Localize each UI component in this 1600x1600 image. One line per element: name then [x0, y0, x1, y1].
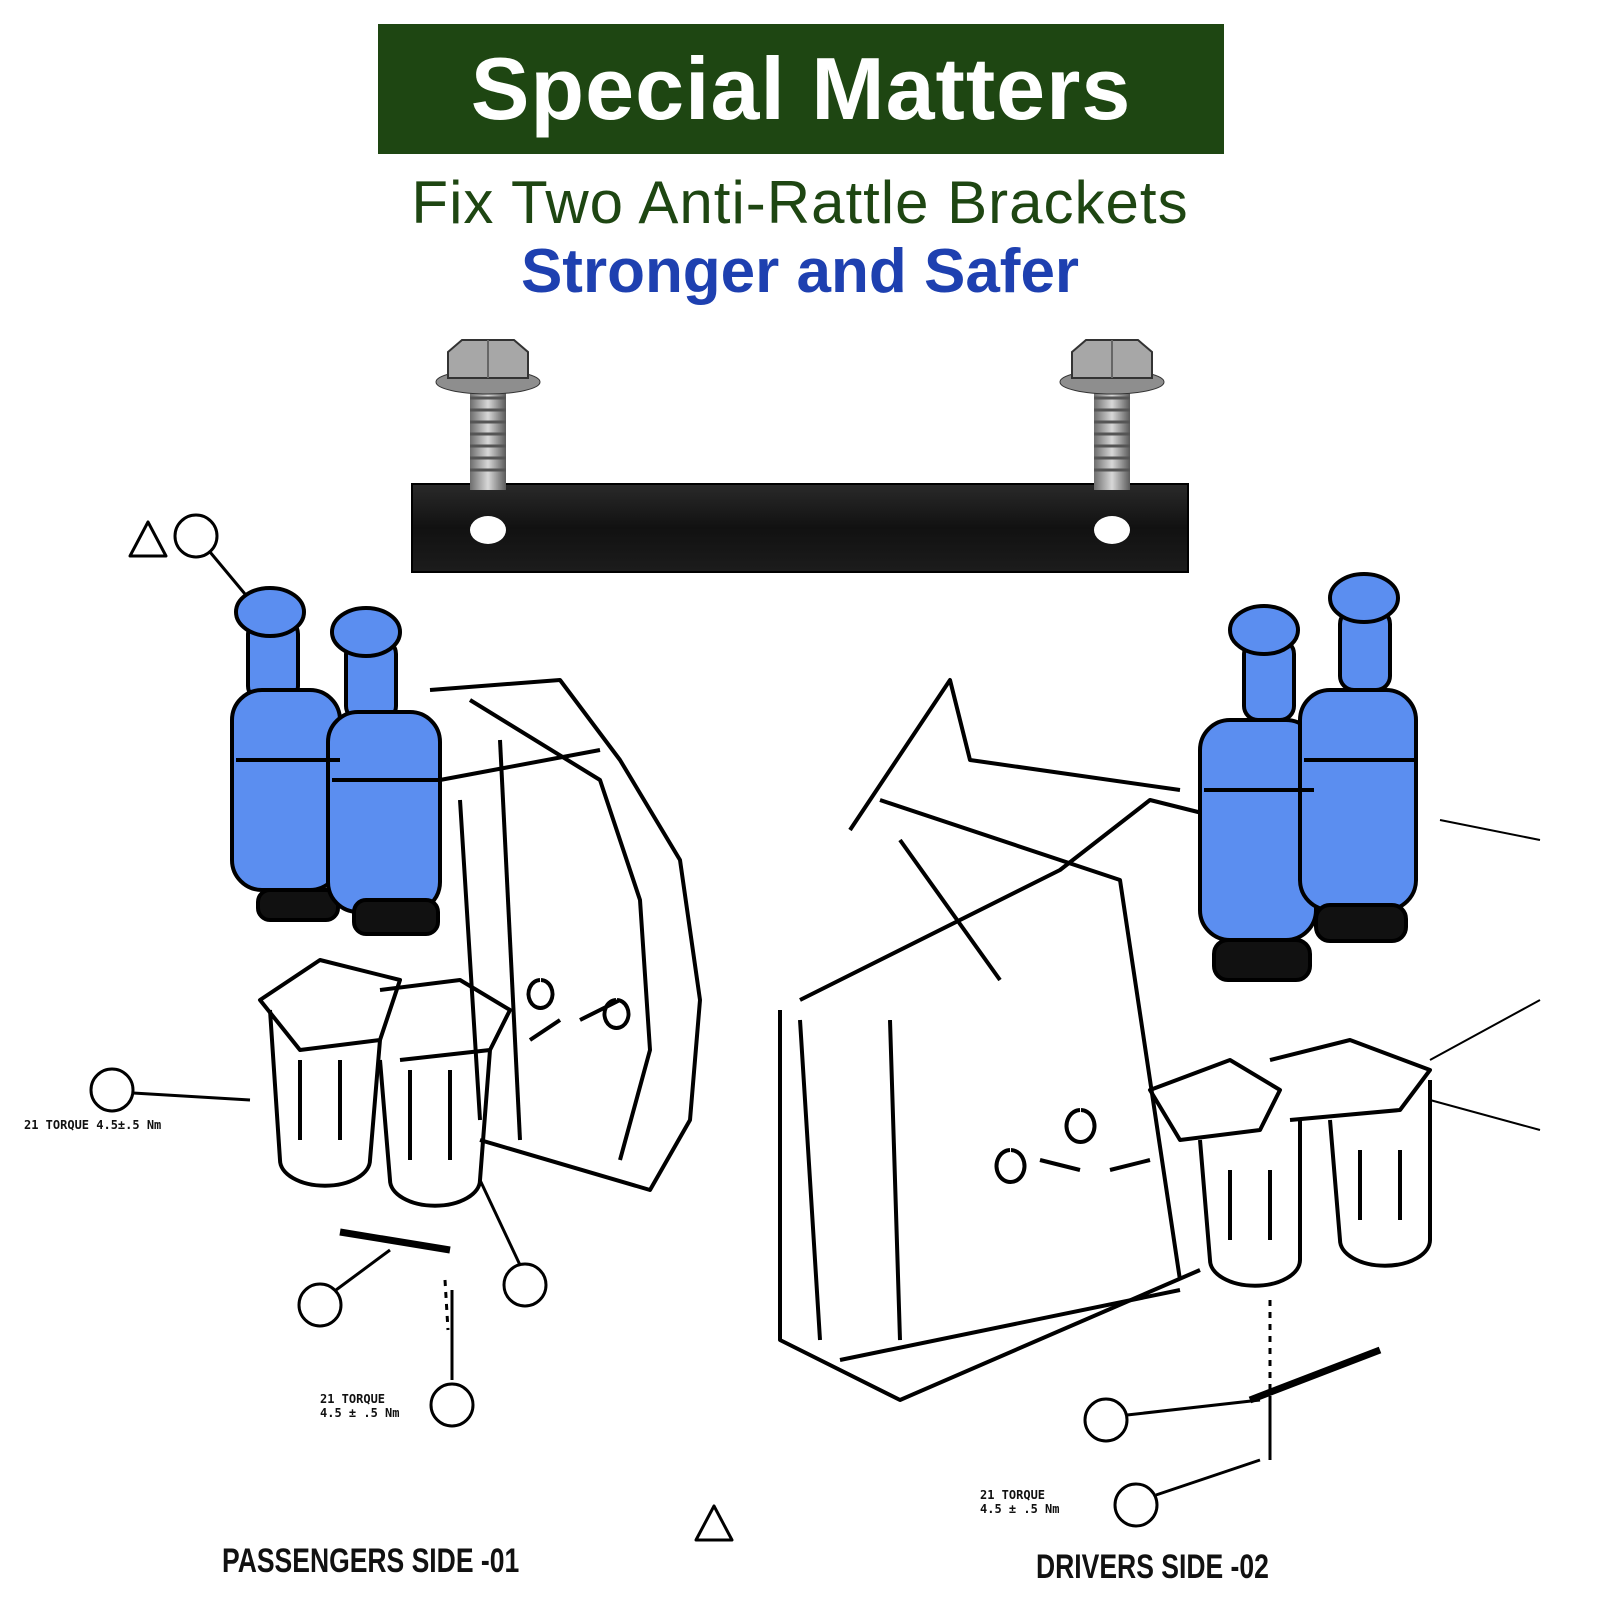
torque-label-left-b: 21 TORQUE 4.5 ± .5 Nm	[320, 1392, 399, 1420]
torque-right-line2: 4.5 ± .5 Nm	[980, 1502, 1060, 1516]
torque-right-line1: 21 TORQUE	[980, 1488, 1046, 1502]
title-banner: Special Matters	[378, 24, 1224, 154]
bolt-left	[435, 339, 541, 490]
driver-side-diagram	[694, 678, 1541, 1542]
holder-bracket-right	[1148, 1038, 1432, 1288]
bolt-right	[1059, 339, 1165, 490]
torque-label-left-a: 21 TORQUE 4.5±.5 Nm	[24, 1118, 162, 1132]
cylinder-pair-left	[230, 586, 442, 936]
holder-bracket-left	[258, 958, 512, 1208]
subtitle-line1: Fix Two Anti-Rattle Brackets	[411, 169, 1189, 236]
torque-label-right: 21 TORQUE 4.5 ± .5 Nm	[980, 1488, 1059, 1516]
cylinder-pair-right	[1198, 572, 1418, 982]
banner-title: Special Matters	[470, 39, 1132, 138]
passenger-side-label: PASSENGERS SIDE -01	[222, 1542, 520, 1580]
subtitle-line2: Stronger and Safer	[520, 237, 1080, 306]
driver-side-label: DRIVERS SIDE -02	[1036, 1548, 1269, 1586]
anti-rattle-bracket	[411, 483, 1189, 573]
passenger-side-diagram	[89, 513, 702, 1428]
torque-left-b-line2: 4.5 ± .5 Nm	[320, 1406, 400, 1420]
torque-left-b-line1: 21 TORQUE	[320, 1392, 386, 1406]
